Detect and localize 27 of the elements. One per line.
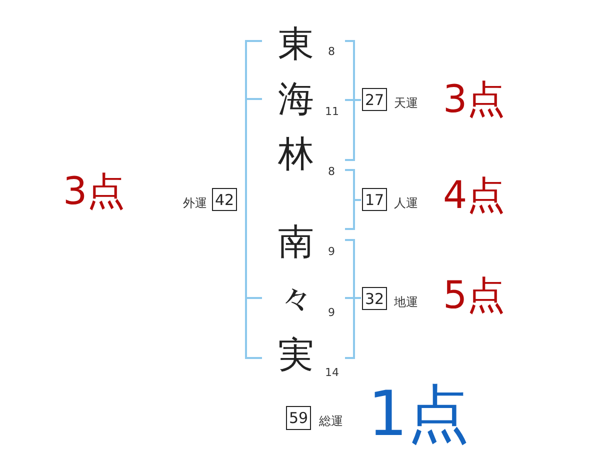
name-character: 海 (278, 82, 314, 118)
sum-box: 32 (362, 287, 388, 310)
fortune-label: 外運 (183, 196, 207, 208)
sum-box: 59 (286, 406, 312, 430)
fortune-label: 天運 (394, 96, 418, 108)
name-character: 南 (278, 225, 314, 261)
name-character: 々 (278, 282, 314, 318)
stroke-count: 8 (328, 46, 335, 57)
stroke-count: 8 (328, 166, 335, 177)
name-character: 実 (278, 338, 314, 374)
stroke-count: 11 (325, 106, 339, 117)
name-character: 林 (278, 137, 314, 173)
stroke-count: 9 (328, 246, 335, 257)
score-label: 4点 (443, 176, 506, 214)
fortune-label: 人運 (394, 196, 418, 208)
score-label: 1点 (368, 383, 470, 445)
stroke-count: 14 (325, 367, 339, 378)
name-character: 東 (278, 27, 314, 63)
score-label: 3点 (63, 172, 126, 210)
fortune-label: 総運 (319, 415, 343, 427)
fortune-label: 地運 (394, 296, 418, 308)
stroke-count: 9 (328, 307, 335, 318)
score-label: 3点 (443, 80, 506, 118)
score-label: 5点 (443, 276, 506, 314)
sum-box: 42 (212, 188, 238, 211)
sum-box: 17 (362, 188, 388, 211)
sum-box: 27 (362, 88, 388, 111)
